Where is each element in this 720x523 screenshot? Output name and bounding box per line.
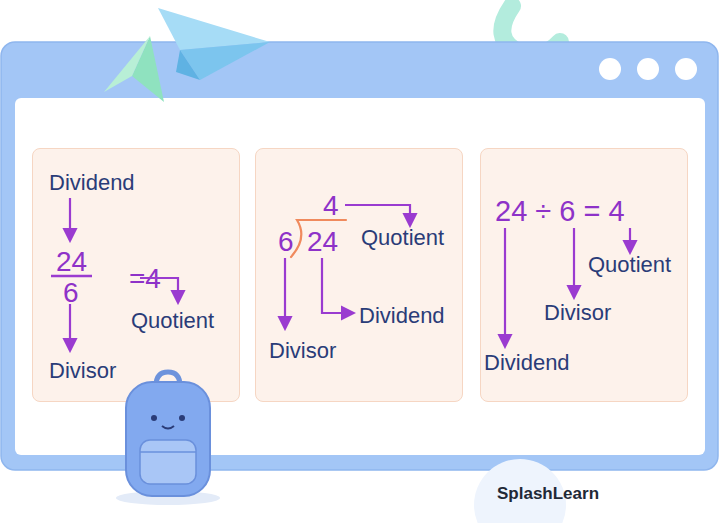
fraction-bar [51, 275, 92, 277]
backpack-handle [156, 372, 180, 386]
window-dot [675, 58, 697, 80]
term-label: Quotient [588, 254, 671, 276]
division-panel: 4 6 24 QuotientDividendDivisor [255, 148, 463, 402]
arrow-group [70, 198, 630, 350]
leader-arrow [345, 205, 410, 225]
term-label: Dividend [484, 352, 570, 374]
number-text: 6 [278, 228, 294, 256]
leader-arrow [504, 228, 506, 346]
number-text: 6 [63, 279, 79, 307]
backpack-shadow [116, 491, 220, 505]
number-text: =4 [129, 265, 161, 293]
backpack-seam [140, 451, 196, 453]
backpack-eye [151, 415, 157, 421]
paper-plane [132, 36, 164, 102]
equation-text: 24 ÷ 6 = 4 [495, 197, 625, 226]
number-text: 4 [323, 192, 339, 220]
term-label: Quotient [361, 227, 444, 249]
window-dot [599, 58, 621, 80]
leader-arrow [322, 258, 353, 313]
leader-arrow [573, 228, 575, 297]
term-label: Dividend [49, 172, 135, 194]
leader-arrow [629, 228, 631, 252]
number-text: 24 [307, 228, 338, 256]
window-content [15, 98, 705, 455]
division-bracket [291, 220, 346, 257]
leader-arrow [284, 258, 286, 328]
division-panel: Dividend 24 =4 6QuotientDivisor [32, 148, 240, 402]
term-label: Divisor [269, 340, 336, 362]
leader-arrow [69, 198, 71, 240]
window-dot [637, 58, 659, 80]
backpack-pocket [140, 440, 196, 484]
backpack-eye [179, 415, 185, 421]
paper-plane [176, 50, 200, 80]
leader-arrow [140, 278, 178, 302]
term-label: Divisor [544, 302, 611, 324]
number-text: 24 [56, 248, 87, 276]
brand-logo: SplashLearn [497, 485, 599, 502]
backpack-illustration [116, 372, 220, 505]
window-frame [1, 42, 718, 470]
backpack-body [126, 382, 210, 496]
backpack-smile [162, 426, 174, 429]
paper-plane [104, 36, 150, 92]
leader-arrow [69, 304, 71, 350]
division-panel: 24 ÷ 6 = 4 QuotientDivisorDividend [480, 148, 688, 402]
term-label: Divisor [49, 360, 116, 382]
term-label: Quotient [131, 310, 214, 332]
term-label: Dividend [359, 305, 445, 327]
